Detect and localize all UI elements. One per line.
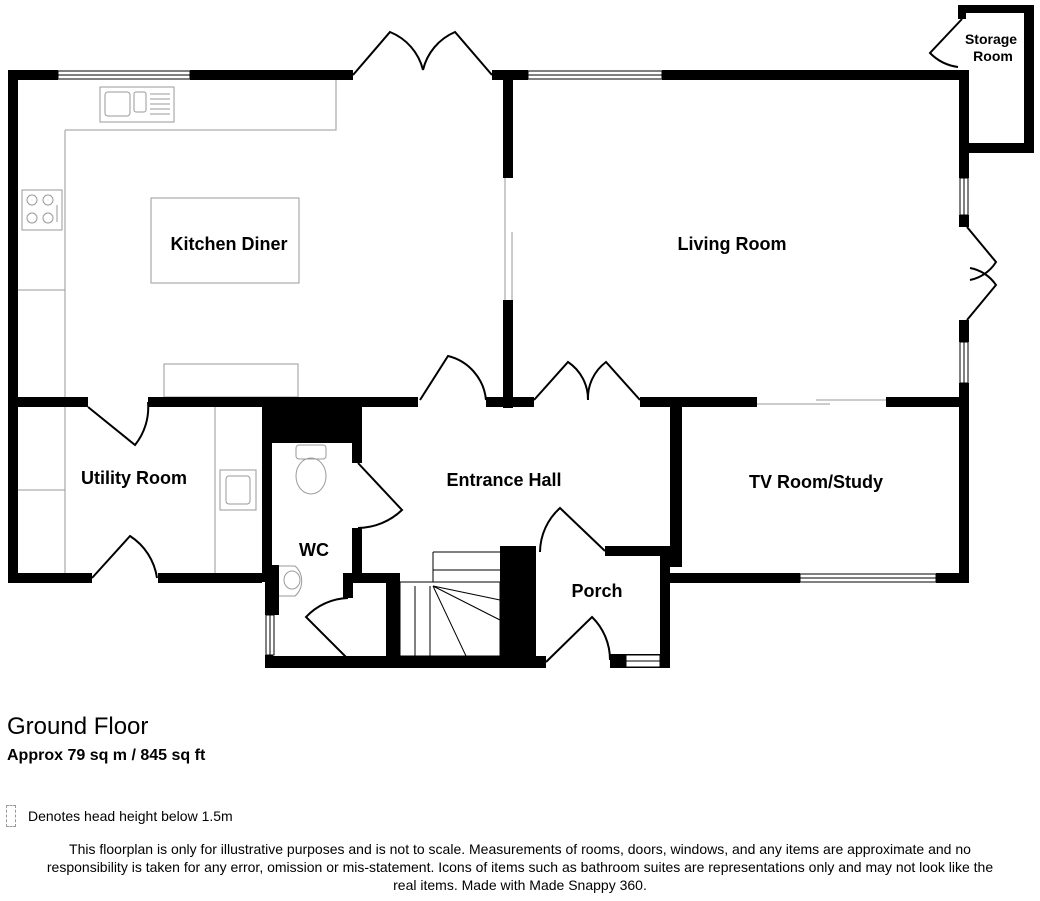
- kitchen-sink-icon: [99, 86, 175, 123]
- toilet-icon: [295, 444, 327, 495]
- legend: Denotes head height below 1.5m: [6, 803, 233, 829]
- utility-sink-icon: [219, 469, 257, 511]
- storage-room-label-line2: Room: [973, 48, 1013, 64]
- disclaimer: This floorplan is only for illustrative …: [46, 841, 994, 893]
- kitchen-peninsula: [163, 363, 299, 398]
- tv-room-study-label: TV Room/Study: [749, 472, 883, 492]
- floor-title: Ground Floor: [7, 713, 149, 740]
- storage-room-label-line1: Storage: [965, 31, 1017, 47]
- porch-label: Porch: [571, 581, 622, 601]
- legend-text: Denotes head height below 1.5m: [28, 808, 233, 824]
- kitchen-island: [150, 197, 300, 284]
- floor-plan: Kitchen Diner Living Room Storage Room U…: [8, 5, 1034, 668]
- kitchen-diner-label: Kitchen Diner: [170, 234, 287, 254]
- wc-label: WC: [299, 540, 329, 560]
- head-height-swatch-icon: [6, 805, 16, 827]
- entrance-hall-label: Entrance Hall: [446, 470, 561, 490]
- windows: [57, 70, 969, 668]
- walls: [8, 5, 1034, 668]
- hob-icon: [21, 189, 63, 231]
- floor-area: Approx 79 sq m / 845 sq ft: [7, 747, 206, 764]
- basin-icon: [277, 565, 303, 597]
- staircase: [399, 551, 501, 657]
- doors: [87, 18, 998, 663]
- utility-room-label: Utility Room: [81, 468, 187, 488]
- living-room-label: Living Room: [678, 234, 787, 254]
- fixtures: [16, 80, 886, 657]
